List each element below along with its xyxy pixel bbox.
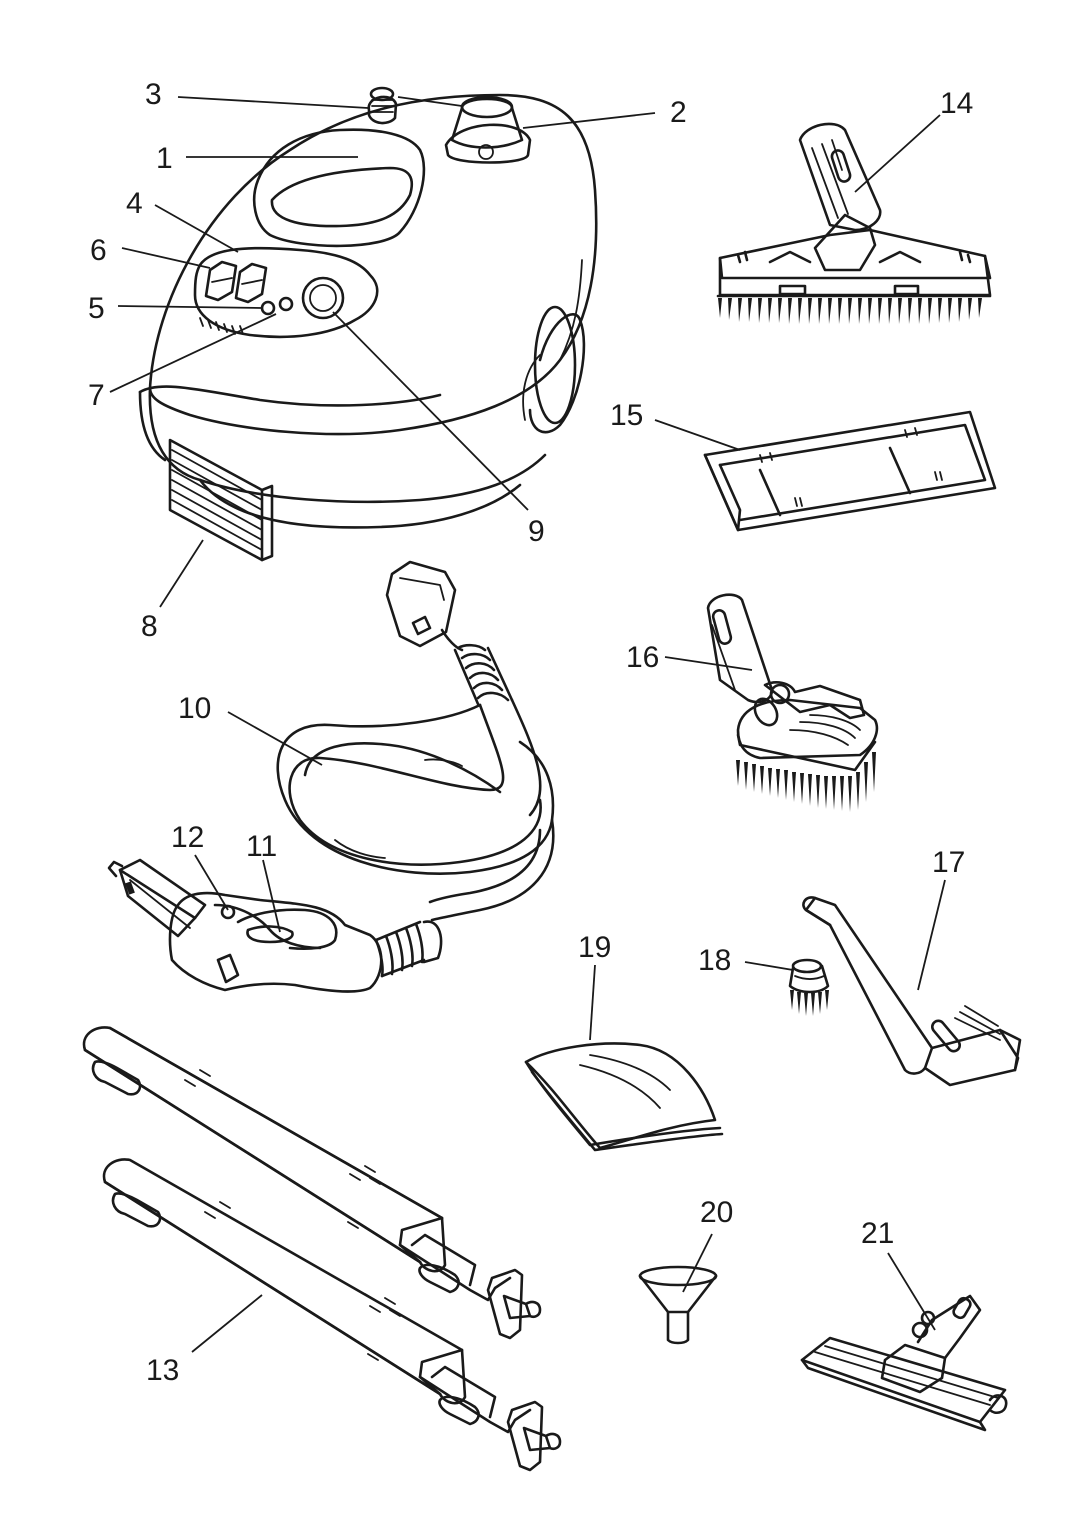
rear-grille	[168, 438, 274, 562]
callout-10: 10	[178, 692, 211, 725]
callout-9: 9	[528, 515, 545, 548]
callout-17: 17	[932, 846, 965, 879]
callout-7: 7	[88, 379, 105, 412]
vent-slits	[199, 317, 244, 335]
callout-12: 12	[171, 821, 204, 854]
wheel	[522, 305, 586, 434]
steam-knob	[367, 86, 398, 125]
callout-19: 19	[578, 931, 611, 964]
angled-nozzle	[802, 896, 1022, 1087]
callout-21: 21	[861, 1217, 894, 1250]
hose	[276, 698, 555, 922]
handle	[252, 128, 426, 248]
callout-20: 20	[700, 1196, 733, 1229]
switches	[204, 260, 268, 304]
callout-15: 15	[610, 399, 643, 432]
callout-2: 2	[670, 96, 687, 129]
brush-tray	[703, 410, 997, 532]
extension-tube-lower	[102, 1158, 562, 1472]
control-panel	[193, 246, 379, 339]
hose-corrugation-top	[453, 643, 514, 706]
hose-connector	[385, 560, 464, 652]
funnel	[638, 1265, 718, 1345]
hose-corrugation-bottom	[374, 920, 443, 978]
floor-brush	[716, 122, 992, 324]
callout-1: 1	[156, 142, 173, 175]
callout-8: 8	[141, 610, 158, 643]
callout-5: 5	[88, 292, 105, 325]
indicator-lights	[260, 296, 294, 316]
handgun	[107, 858, 383, 993]
callout-13: 13	[146, 1354, 179, 1387]
leader-lines	[109, 96, 946, 1353]
callout-18: 18	[698, 944, 731, 977]
callout-3: 3	[145, 78, 162, 111]
cloths	[524, 1042, 724, 1152]
window-squeegee	[800, 1294, 1008, 1432]
callout-11: 11	[246, 830, 277, 863]
callout-6: 6	[90, 234, 107, 267]
dial	[301, 276, 345, 320]
round-brush	[788, 958, 830, 1016]
hand-brush	[706, 593, 879, 812]
callout-numbers: 1 2 3 4 5 6 7 8 9 10 11 12 13 14 15 16 1…	[88, 78, 973, 1387]
callout-16: 16	[626, 641, 659, 674]
pressure-cap	[444, 95, 532, 164]
callout-4: 4	[126, 187, 143, 220]
extension-tube-upper	[82, 1026, 542, 1340]
callout-14: 14	[940, 87, 973, 120]
